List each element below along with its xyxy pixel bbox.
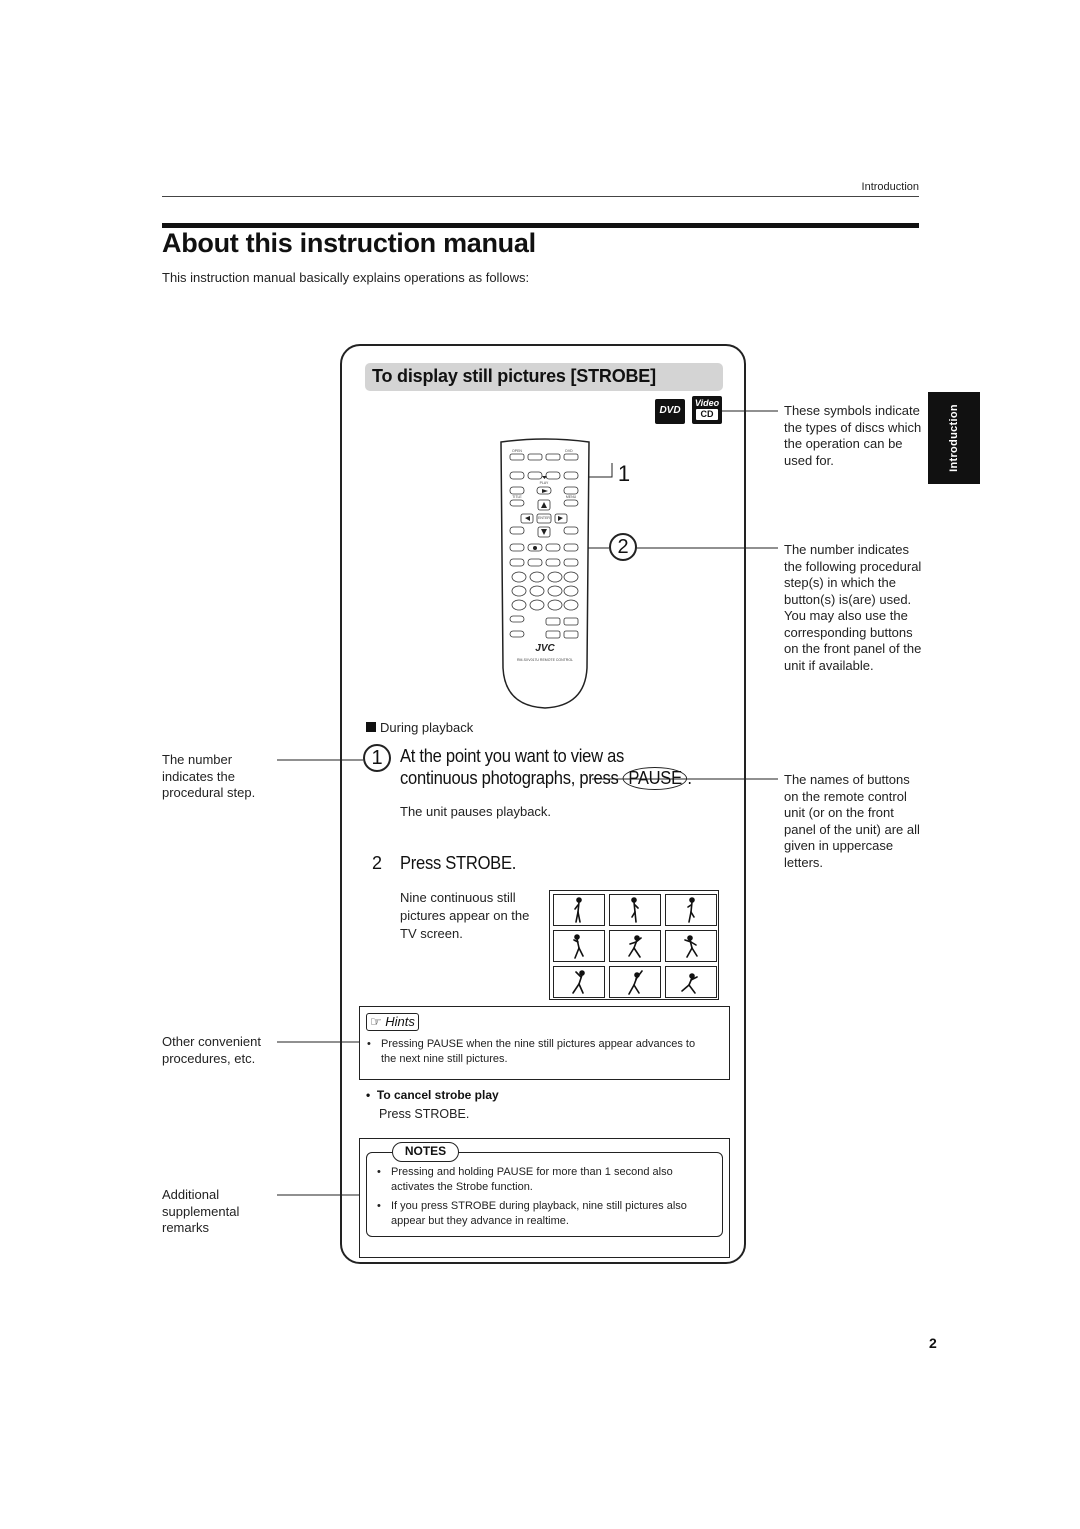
page-number: 2 (929, 1335, 937, 1351)
still-picture-3 (665, 894, 717, 926)
condition-text: During playback (380, 720, 474, 735)
hint-text: Pressing PAUSE when the nine still pictu… (381, 1038, 696, 1065)
still-picture-4 (553, 930, 605, 962)
hints-label: ☞ Hints (366, 1013, 419, 1031)
pitcher-figure-icon (628, 970, 643, 995)
square-bullet-icon (366, 722, 376, 732)
bullet-icon: • (367, 1038, 371, 1050)
cancel-title-text: To cancel strobe play (376, 1088, 499, 1102)
step-1-result: The unit pauses playback. (400, 804, 552, 819)
annotation-disc-symbols: These symbols indicate the types of disc… (784, 403, 922, 468)
step-1-text: At the point you want to view as continu… (400, 746, 625, 788)
annotation-button-names: The names of buttons on the remote contr… (784, 772, 920, 870)
remote-callout-1: 1 (617, 461, 631, 486)
vcd-icon-label-top: Video (694, 398, 720, 408)
note-item-2: • If you press STROBE during playback, ni… (377, 1199, 715, 1229)
strobe-picture-grid (549, 890, 719, 1000)
pause-button-name: PAUSE (622, 767, 688, 790)
still-picture-7 (553, 966, 605, 998)
cancel-text: Press STROBE. (379, 1107, 470, 1121)
step-1-instruction: At the point you want to view as continu… (400, 746, 694, 790)
side-tab: Introduction (928, 392, 980, 484)
remote-callout-2: 2 (609, 533, 637, 561)
section-heading: To display still pictures [STROBE] (372, 366, 656, 386)
header-rule-thick (162, 223, 919, 228)
pitcher-figure-icon (631, 897, 639, 923)
still-picture-5 (609, 930, 661, 962)
video-cd-disc-icon: Video CD (692, 396, 722, 424)
remote-control-illustration: JVC OPEN DVD PLAY TITLE MENU ENTER RM-SXV0… (500, 438, 590, 709)
note-text: If you press STROBE during playback, nin… (391, 1200, 687, 1227)
svg-text:JVC: JVC (535, 643, 555, 654)
pitcher-figure-icon (573, 934, 584, 959)
bullet-icon: • (377, 1200, 381, 1212)
hint-item: • Pressing PAUSE when the nine still pict… (367, 1037, 707, 1067)
bullet-icon: • (366, 1088, 371, 1102)
svg-text:ENTER: ENTER (538, 516, 550, 520)
still-picture-9 (665, 966, 717, 998)
annotation-procedural-step: The number indicates the procedural step… (162, 752, 256, 800)
pitcher-figure-icon (687, 897, 695, 923)
annotation-step-number: The number indicates the following proce… (784, 542, 922, 673)
still-picture-6 (665, 930, 717, 962)
step-1-number: 1 (363, 744, 391, 772)
dvd-disc-icon: DVD (655, 399, 685, 424)
notes-label: NOTES (392, 1142, 459, 1162)
cancel-title: • To cancel strobe play (366, 1088, 499, 1102)
pitcher-figure-icon (628, 935, 642, 958)
svg-text:MENU: MENU (566, 495, 577, 499)
condition-label: During playback (366, 720, 473, 735)
pitcher-figure-icon (681, 973, 698, 994)
step-2-number: 2 (372, 853, 383, 873)
header-rule-thin (162, 196, 919, 197)
pitcher-figure-icon (574, 897, 582, 923)
svg-text:DVD: DVD (565, 449, 573, 453)
hints-label-text: Hints (385, 1014, 415, 1029)
pitcher-figure-icon (684, 935, 698, 958)
notes-inner-frame (366, 1152, 723, 1237)
notes-box (359, 1138, 730, 1258)
vcd-icon-label-bottom: CD (696, 409, 718, 420)
step-1-period: . (687, 768, 692, 788)
intro-text: This instruction manual basically explai… (162, 270, 530, 285)
hints-box (359, 1006, 730, 1080)
svg-text:TITLE: TITLE (512, 495, 522, 499)
step-2-instruction: Press STROBE. (400, 853, 517, 873)
svg-text:OPEN: OPEN (512, 449, 522, 453)
step-2-result: Nine continuous still pictures appear on… (400, 890, 530, 941)
section-heading-bar: To display still pictures [STROBE] (365, 363, 723, 391)
annotation-supplemental-remarks: Additional supplemental remarks (162, 1187, 240, 1235)
note-item-1: • Pressing and holding PAUSE for more tha… (377, 1165, 715, 1195)
svg-text:PLAY: PLAY (540, 481, 549, 485)
section-label: Introduction (861, 181, 919, 193)
hand-icon: ☞ (370, 1014, 382, 1029)
page-title: About this instruction manual (162, 228, 536, 258)
bullet-icon: • (377, 1166, 381, 1178)
still-picture-8 (609, 966, 661, 998)
still-picture-1 (553, 894, 605, 926)
pitcher-figure-icon (572, 970, 585, 994)
dvd-icon-label: DVD (659, 405, 681, 416)
svg-text:RM-SXV017U REMOTE CONTROL: RM-SXV017U REMOTE CONTROL (517, 658, 573, 662)
note-text: Pressing and holding PAUSE for more than… (391, 1166, 673, 1193)
example-box (340, 344, 746, 1264)
annotation-convenient-procedures: Other convenient procedures, etc. (162, 1034, 262, 1066)
still-picture-2 (609, 894, 661, 926)
